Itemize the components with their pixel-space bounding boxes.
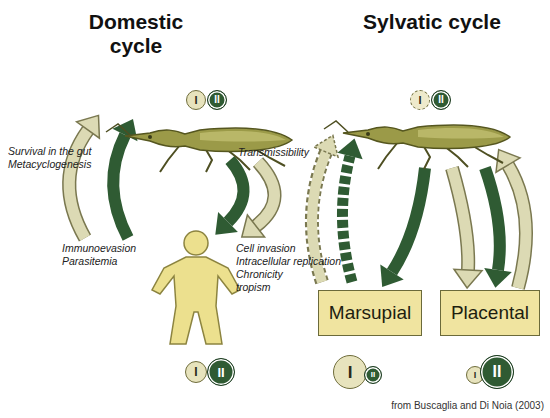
node-text: I	[418, 95, 421, 106]
pale-arrow	[452, 168, 482, 288]
pale-arrow	[242, 162, 275, 237]
source-caption: from Buscaglia and Di Noia (2003)	[391, 400, 544, 411]
process-label: tropism	[236, 281, 270, 293]
process-label: Intracellular replication	[236, 255, 341, 267]
node-text: Marsupial	[329, 302, 411, 324]
process-label: Survival in the gut	[8, 145, 91, 157]
process-label: Cell invasion	[236, 242, 296, 254]
strain-circle: II	[207, 90, 227, 110]
dark-arrow	[380, 168, 425, 287]
strain-circle: II	[207, 358, 235, 386]
strain-circle: I	[186, 90, 206, 110]
strain-circle: I	[185, 361, 207, 383]
host-box: Placental	[440, 290, 540, 336]
strain-circle: I	[410, 90, 430, 110]
node-text: II	[493, 364, 502, 380]
strain-circle: II	[364, 366, 382, 384]
dark-arrow	[484, 168, 512, 288]
triatomine-bug	[324, 121, 510, 169]
node-text: II	[217, 366, 224, 379]
cycle-title: Domestic cycle	[66, 10, 206, 58]
dashed-dark-arrow	[337, 139, 362, 282]
strain-circle: II	[431, 90, 451, 110]
pale-arrow	[69, 115, 99, 238]
host-box: Marsupial	[318, 290, 422, 336]
node-text: II	[371, 371, 375, 379]
strain-circle: I	[333, 355, 367, 389]
human-figure	[152, 231, 240, 344]
dark-arrow	[215, 160, 243, 235]
node-text: II	[438, 95, 444, 105]
strain-circle: II	[480, 355, 514, 389]
node-text: Placental	[451, 302, 529, 324]
node-text: I	[474, 371, 477, 380]
cycle-title: Sylvatic cycle	[362, 10, 502, 34]
node-text: I	[194, 366, 197, 378]
process-label: Immunoevasion	[62, 242, 136, 254]
node-text: II	[214, 95, 220, 105]
process-label: Chronicity	[236, 268, 283, 280]
process-label: Metacyclogenesis	[8, 158, 91, 170]
pale-arrow	[496, 150, 526, 288]
node-text: I	[194, 95, 197, 106]
process-label: Parasitemia	[62, 255, 117, 267]
process-label: Transmissibility	[238, 146, 309, 158]
node-text: I	[348, 364, 353, 381]
